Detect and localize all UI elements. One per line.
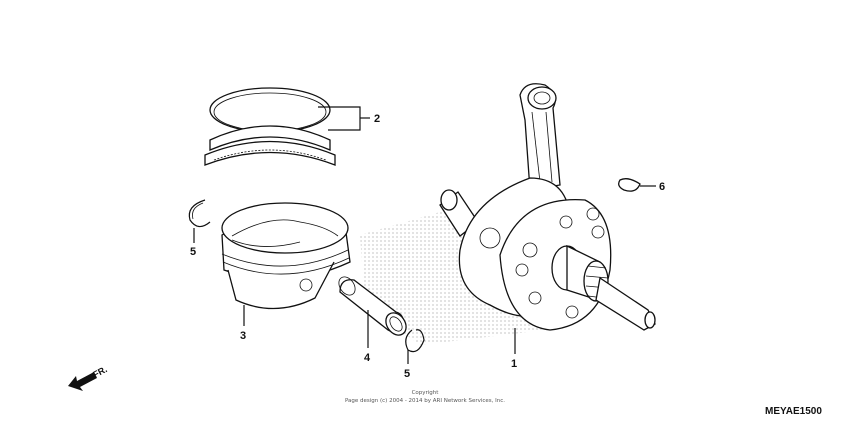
callout-4: 4	[364, 352, 371, 364]
piston-rings[interactable]	[204, 87, 336, 166]
callout-2: 2	[374, 113, 380, 125]
front-arrow-icon: FR.	[68, 364, 109, 391]
diagram-code: MEYAE1500	[765, 406, 822, 417]
callout-3: 3	[240, 330, 246, 342]
copyright-line-1: Copyright	[412, 390, 440, 396]
copyright-line-2: Page design (c) 2004 - 2014 by ARI Netwo…	[345, 398, 505, 404]
leader-lines	[193, 106, 656, 364]
callout-5-right: 5	[404, 368, 410, 380]
piston-pin[interactable]	[336, 274, 411, 339]
callout-6: 6	[659, 181, 665, 193]
clip-right[interactable]	[405, 329, 425, 353]
callout-1: 1	[511, 358, 517, 370]
crankshaft[interactable]	[439, 83, 656, 331]
crank-key[interactable]	[618, 178, 641, 192]
clip-left[interactable]	[188, 199, 211, 228]
piston[interactable]	[221, 202, 351, 310]
front-arrow-label: FR.	[91, 364, 108, 380]
callout-5-left: 5	[190, 246, 196, 258]
